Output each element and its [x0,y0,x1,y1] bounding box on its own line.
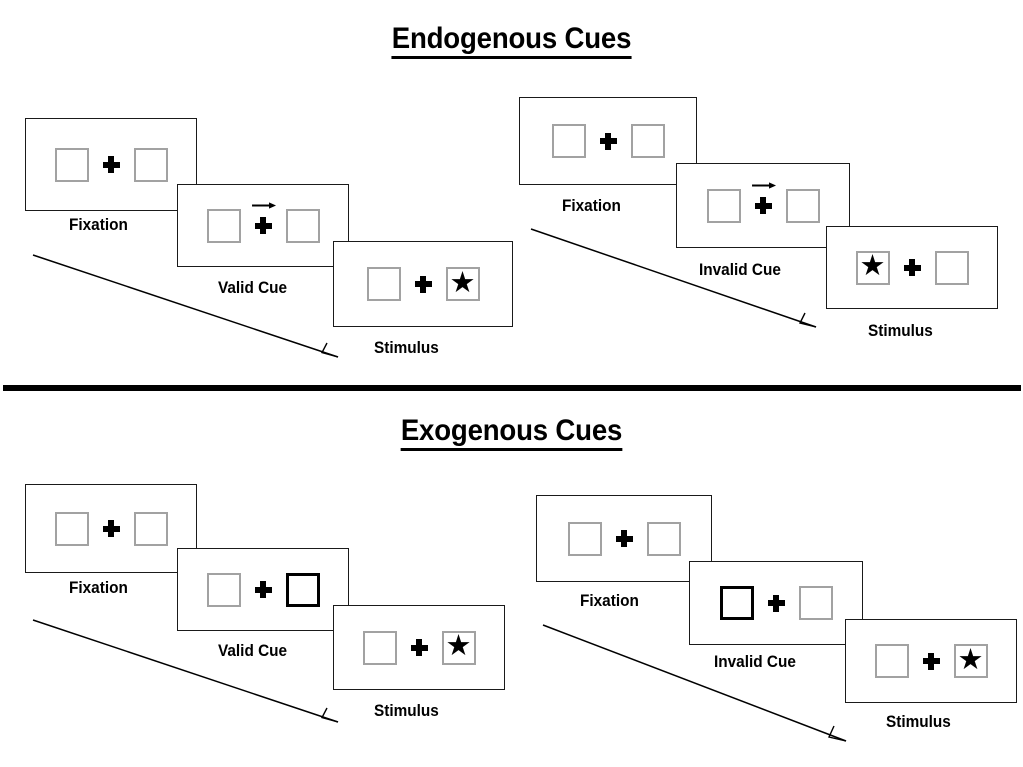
panel-exogenous-invalid-stimulus: ★ [845,619,1017,703]
star-target-icon: ★ [957,643,984,676]
section-title-exogenous: Exogenous Cues [41,414,982,452]
right-box [133,147,168,182]
section-title-endogenous: Endogenous Cues [41,22,982,60]
fixation-cross-icon [254,581,272,598]
fixation-cross-icon [102,520,120,537]
caption-endogenous-invalid-fixation: Fixation [562,197,621,215]
left-box [366,267,401,301]
star-target-icon: ★ [859,250,886,282]
left-box [54,147,89,182]
fixation-cross-icon [252,202,277,234]
right-box [785,188,820,223]
panel-endogenous-valid-stimulus: ★ [333,241,513,327]
fixation-cross-icon [102,156,120,173]
panel-endogenous-valid-fixation [25,118,197,211]
panel-endogenous-valid-cue [177,184,349,267]
right-box-with-target: ★ [441,630,476,665]
panel-exogenous-invalid-cue [689,561,863,645]
panel-exogenous-valid-cue [177,548,349,631]
fixation-cross-icon [599,132,617,150]
fixation-cross-icon [903,259,921,276]
left-box [874,644,909,678]
fixation-cross-icon [615,530,633,547]
section-title-endogenous-text: Endogenous Cues [391,22,631,60]
caption-exogenous-invalid-cue: Invalid Cue [714,653,796,671]
star-target-icon: ★ [449,266,476,299]
caption-exogenous-valid-fixation: Fixation [69,579,128,597]
right-box-with-target: ★ [445,266,480,301]
cue-arrow-right-icon [752,182,777,189]
caption-exogenous-invalid-stimulus: Stimulus [886,713,951,731]
panel-endogenous-invalid-stimulus: ★ [826,226,998,309]
fixation-cross-icon [752,182,777,214]
fixation-cross-icon [410,639,428,656]
right-box [646,521,681,556]
section-divider [3,385,1021,391]
left-box [206,208,241,243]
left-box [206,572,241,607]
left-box [706,188,741,223]
fixation-cross-icon [414,275,432,293]
right-box [133,511,168,546]
left-box-cued [719,586,754,620]
fixation-cross-icon [922,652,940,670]
section-title-exogenous-text: Exogenous Cues [400,414,622,452]
caption-exogenous-valid-cue: Valid Cue [218,642,288,660]
left-box-with-target: ★ [855,250,890,285]
left-box [551,124,586,158]
left-box [362,630,397,665]
fixation-cross-icon [767,594,785,612]
caption-endogenous-invalid-stimulus: Stimulus [868,322,933,340]
left-box [567,521,602,556]
right-box [798,586,833,620]
caption-endogenous-valid-fixation: Fixation [69,216,128,234]
caption-endogenous-valid-cue: Valid Cue [218,279,288,297]
caption-endogenous-valid-stimulus: Stimulus [374,339,439,357]
caption-exogenous-valid-stimulus: Stimulus [374,702,439,720]
right-box [934,250,969,285]
panel-endogenous-invalid-cue [676,163,850,248]
cue-arrow-right-icon [252,202,277,209]
right-box [285,208,320,243]
panel-exogenous-valid-stimulus: ★ [333,605,505,690]
right-box-with-target: ★ [953,643,988,678]
star-target-icon: ★ [445,630,472,662]
caption-exogenous-invalid-fixation: Fixation [580,592,639,610]
panel-exogenous-valid-fixation [25,484,197,573]
right-box-cued [285,572,320,607]
panel-endogenous-invalid-fixation [519,97,697,185]
right-box [630,124,665,158]
left-box [54,511,89,546]
caption-endogenous-invalid-cue: Invalid Cue [699,261,781,279]
panel-exogenous-invalid-fixation [536,495,712,582]
